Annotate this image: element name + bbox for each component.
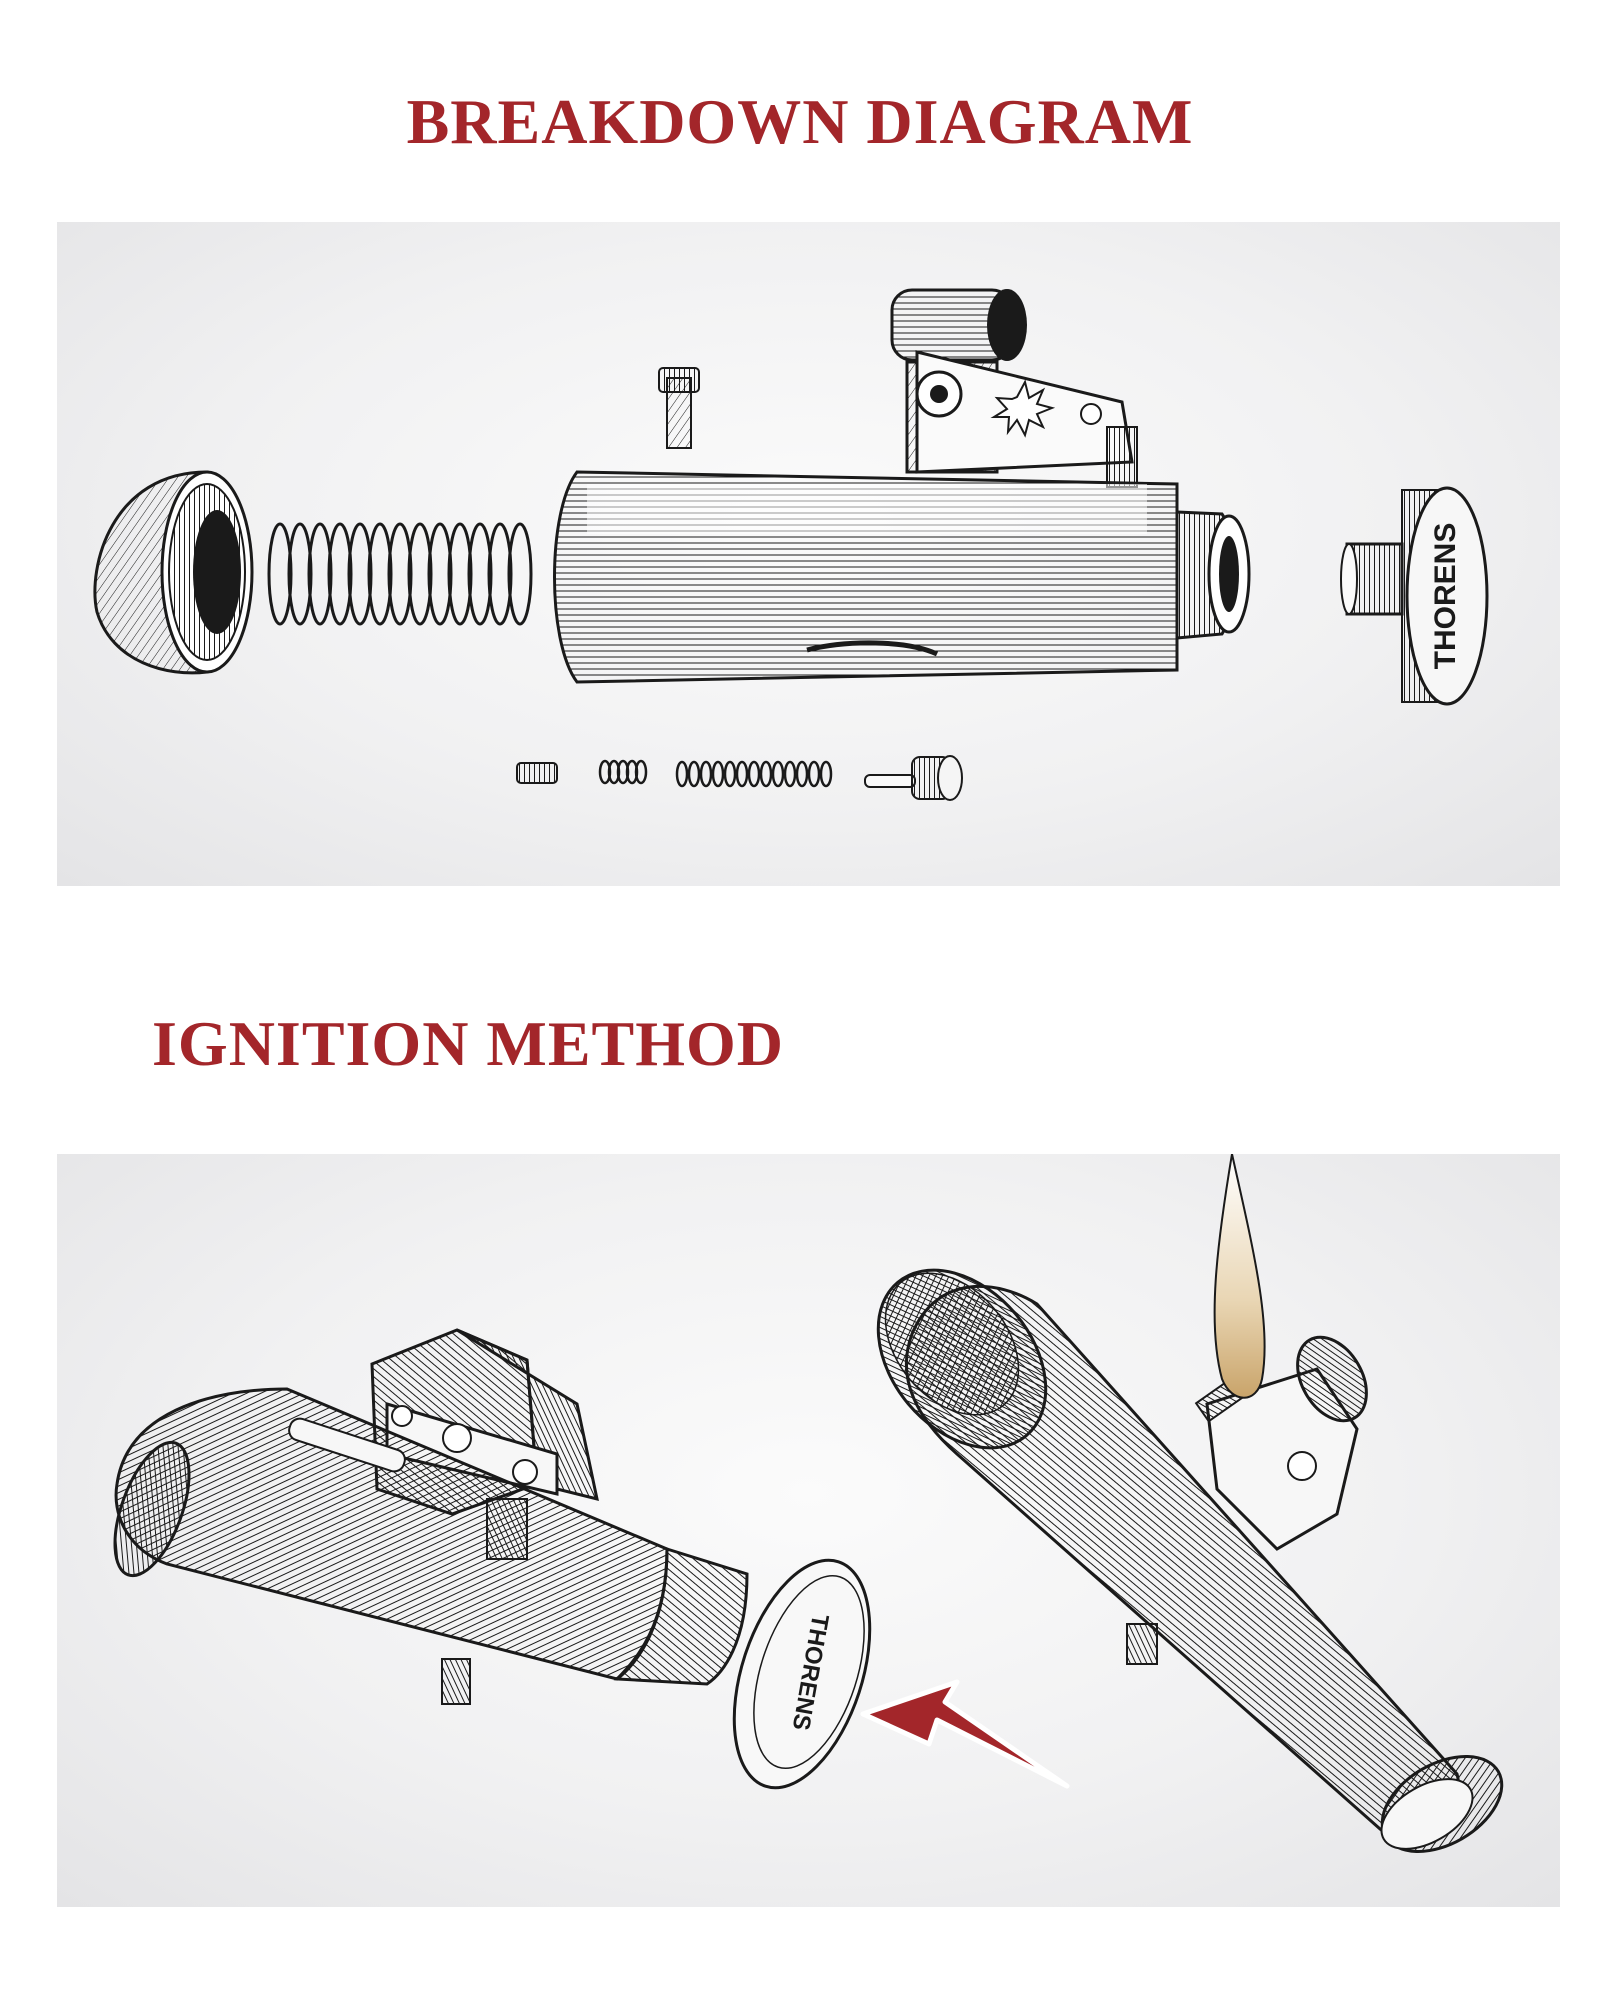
ignition-title: IGNITION METHOD bbox=[152, 1008, 784, 1079]
lighter-right bbox=[876, 1154, 1504, 1853]
flame-icon bbox=[1213, 1154, 1266, 1399]
lighter-body bbox=[553, 288, 1251, 684]
red-arrow-icon bbox=[860, 1679, 1070, 1789]
brand-disc: THORENS bbox=[1340, 486, 1489, 706]
end-cap bbox=[93, 470, 254, 675]
breakdown-illustration: THORENS bbox=[93, 288, 1489, 801]
ignition-illustration: THORENS bbox=[113, 1154, 1504, 1853]
brand-logo-text: THORENS bbox=[1429, 523, 1462, 670]
lighter-left: THORENS bbox=[113, 1328, 872, 1790]
breakdown-panel: THORENS bbox=[57, 222, 1560, 886]
main-spring bbox=[267, 522, 533, 626]
small-parts bbox=[516, 755, 963, 801]
breakdown-title: BREAKDOWN DIAGRAM bbox=[406, 86, 1194, 157]
ignition-panel: THORENS bbox=[57, 1154, 1560, 1907]
ignition-mechanism bbox=[658, 288, 1138, 488]
